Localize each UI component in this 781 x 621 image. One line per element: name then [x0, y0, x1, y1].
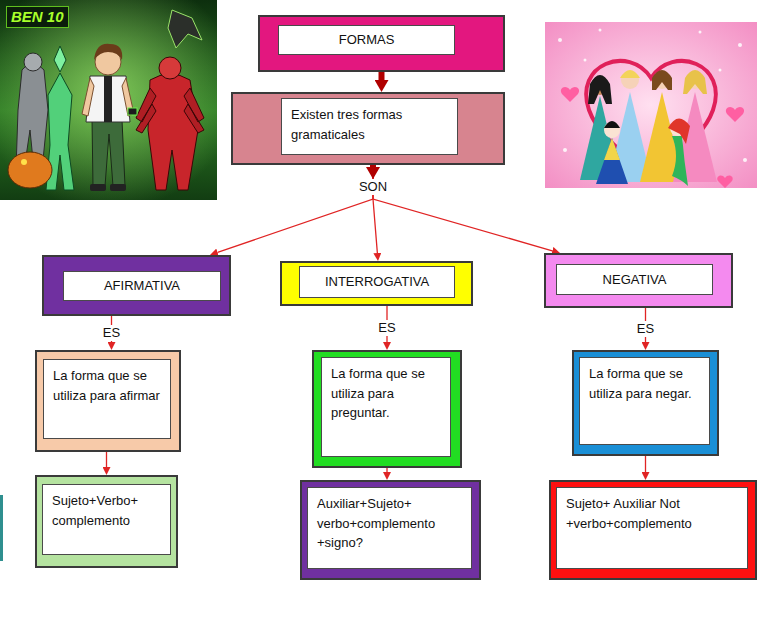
princess-hair: [668, 118, 690, 144]
box-text: La forma que se utiliza para afirmar: [43, 359, 171, 439]
connector-arrow: [373, 165, 377, 253]
connector-label: ES: [375, 320, 398, 336]
process-box: Auxiliar+Sujeto+ verbo+complemento +sign…: [300, 480, 481, 580]
edge-bar: [0, 495, 3, 561]
picture-ground: [545, 22, 757, 188]
process-box: NEGATIVA: [544, 253, 733, 308]
princess-hair: [652, 70, 672, 90]
connector-arrow: [379, 72, 385, 80]
boy-trousers: [92, 120, 125, 186]
connector-arrow: [106, 452, 107, 467]
box-text: La forma que se utiliza para negar.: [579, 357, 710, 445]
process-box: La forma que se utiliza para negar.: [572, 350, 719, 456]
box-text: INTERROGATIVA: [299, 266, 455, 298]
boy-figure: [82, 44, 137, 191]
boy-shoe: [90, 184, 106, 191]
arrow-stub: [370, 165, 376, 167]
sparkle: [558, 38, 562, 42]
sparkle: [743, 158, 747, 162]
princess-skirt: [604, 138, 620, 160]
princess-head: [653, 71, 671, 89]
princess-head: [621, 71, 639, 89]
alien-figure: [8, 152, 52, 188]
boy-shoe: [110, 184, 126, 191]
box-text: Auxiliar+Sujeto+ verbo+complemento +sign…: [307, 487, 472, 569]
sparkle: [599, 29, 602, 32]
connector-arrow: [386, 306, 387, 342]
boy-arms: [82, 78, 134, 116]
box-text: La forma que se utiliza para preguntar.: [321, 357, 451, 457]
connector-arrow: [645, 456, 646, 472]
sparkle: [719, 69, 722, 72]
connector-label: ES: [634, 321, 657, 337]
process-box: Existen tres formas gramaticales: [231, 92, 505, 165]
alien-arms: [136, 88, 204, 133]
process-box: FORMAS: [258, 15, 505, 72]
box-text: FORMAS: [278, 25, 455, 55]
connector-arrow: [111, 316, 112, 342]
process-box: AFIRMATIVA: [42, 255, 231, 316]
mermaid-tail: [672, 136, 688, 186]
box-text: Existen tres formas gramaticales: [281, 98, 458, 155]
princess-dress: [596, 138, 628, 184]
sparkle: [584, 59, 587, 62]
sparkle: [738, 43, 742, 47]
box-text: Sujeto+ Auxiliar Not +verbo+complemento: [556, 487, 748, 569]
princess-picture: [545, 22, 757, 188]
box-text: AFIRMATIVA: [63, 271, 221, 301]
alien-head: [24, 53, 42, 71]
princess-hair: [588, 75, 612, 104]
process-box: La forma que se utiliza para preguntar.: [312, 350, 462, 468]
process-box: Sujeto+Verbo+ complemento: [35, 475, 178, 568]
connector-arrow: [218, 165, 373, 252]
princess-hair: [683, 70, 707, 94]
box-text: Sujeto+Verbo+ complemento: [42, 484, 171, 555]
process-box: Sujeto+ Auxiliar Not +verbo+complemento: [549, 480, 757, 580]
alien-eye: [21, 159, 27, 165]
princess-hair: [604, 121, 620, 128]
process-box: La forma que se utiliza para afirmar: [35, 350, 181, 452]
connector-arrow: [645, 308, 646, 342]
alien-head: [159, 57, 181, 79]
box-text: NEGATIVA: [556, 264, 713, 295]
process-box: INTERROGATIVA: [280, 261, 473, 306]
connector-label: ES: [100, 325, 123, 341]
boy-stripe: [104, 76, 112, 122]
princess-head: [604, 122, 620, 138]
princess-figures: [580, 70, 717, 186]
sparkle: [563, 148, 567, 152]
sparkle: [699, 31, 702, 34]
small-heart: [561, 87, 579, 102]
ben10-picture: [0, 0, 217, 200]
alien-head: [54, 46, 66, 72]
boy-watch: [128, 108, 137, 115]
boy-hair: [94, 44, 122, 60]
princess-hair: [620, 70, 640, 78]
picture-logo: BEN 10: [6, 6, 69, 28]
connector-arrow: [386, 468, 387, 472]
picture-glow: [0, 0, 217, 200]
picture-ground: [0, 0, 217, 200]
small-heart: [726, 107, 744, 122]
alien-figure: [168, 10, 202, 48]
small-heart: [717, 175, 732, 188]
connector-label: SON: [356, 179, 390, 195]
connector-arrow: [373, 165, 552, 251]
